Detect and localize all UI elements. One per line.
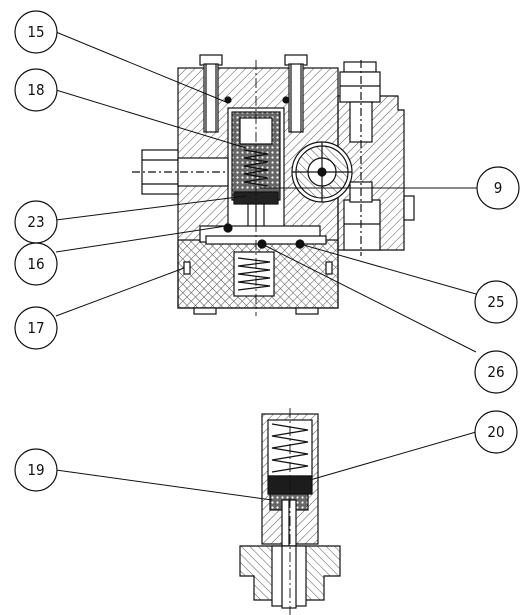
callout-23: 23 bbox=[14, 200, 58, 244]
callout-16-label: 16 bbox=[27, 255, 44, 273]
callout-9: 9 bbox=[476, 166, 520, 210]
leader-lines bbox=[55, 31, 478, 501]
callout-15: 15 bbox=[14, 10, 58, 54]
sight-gauge bbox=[291, 141, 353, 203]
callout-23-label: 23 bbox=[27, 213, 44, 231]
callout-9-label: 9 bbox=[494, 179, 503, 197]
callout-17-label: 17 bbox=[27, 319, 44, 337]
callout-19-label: 19 bbox=[27, 461, 44, 479]
top-right-bolt bbox=[284, 54, 308, 133]
bottom-foot-left bbox=[193, 307, 217, 315]
leader-20 bbox=[309, 431, 477, 481]
detail-spring bbox=[271, 423, 309, 473]
callout-19: 19 bbox=[14, 448, 58, 492]
corner-seal-left bbox=[183, 261, 191, 275]
callout-26: 26 bbox=[474, 350, 518, 394]
o-ring-bore-left bbox=[224, 96, 232, 104]
leader-23 bbox=[55, 195, 247, 221]
callout-18-label: 18 bbox=[27, 81, 44, 99]
o-ring-left bbox=[223, 223, 233, 233]
bottom-spring bbox=[237, 257, 271, 291]
right-top-fitting bbox=[339, 61, 381, 143]
callout-26-label: 26 bbox=[487, 363, 504, 381]
leader-25 bbox=[299, 243, 477, 295]
leader-17 bbox=[55, 267, 185, 317]
callout-20-label: 20 bbox=[487, 423, 504, 441]
detail-stem-lower bbox=[281, 545, 297, 609]
right-side-boss bbox=[403, 195, 415, 221]
leader-15 bbox=[55, 31, 227, 103]
callout-20: 20 bbox=[474, 410, 518, 454]
right-bottom-fitting bbox=[343, 181, 381, 251]
lower-detail-assembly bbox=[239, 408, 341, 615]
leader-16 bbox=[55, 225, 227, 253]
callout-18: 18 bbox=[14, 68, 58, 112]
leader-26 bbox=[261, 243, 477, 353]
upper-valve-assembly bbox=[132, 54, 415, 316]
left-port-fitting bbox=[132, 149, 229, 195]
corner-seal-right bbox=[325, 261, 333, 275]
leader-18 bbox=[55, 89, 247, 149]
callout-16: 16 bbox=[14, 242, 58, 286]
callout-25: 25 bbox=[474, 280, 518, 324]
callout-25-label: 25 bbox=[487, 293, 504, 311]
bottom-foot-right bbox=[295, 307, 319, 315]
callout-15-label: 15 bbox=[27, 23, 44, 41]
callout-17: 17 bbox=[14, 306, 58, 350]
o-ring-bore-right bbox=[282, 96, 290, 104]
leader-19 bbox=[55, 469, 273, 501]
